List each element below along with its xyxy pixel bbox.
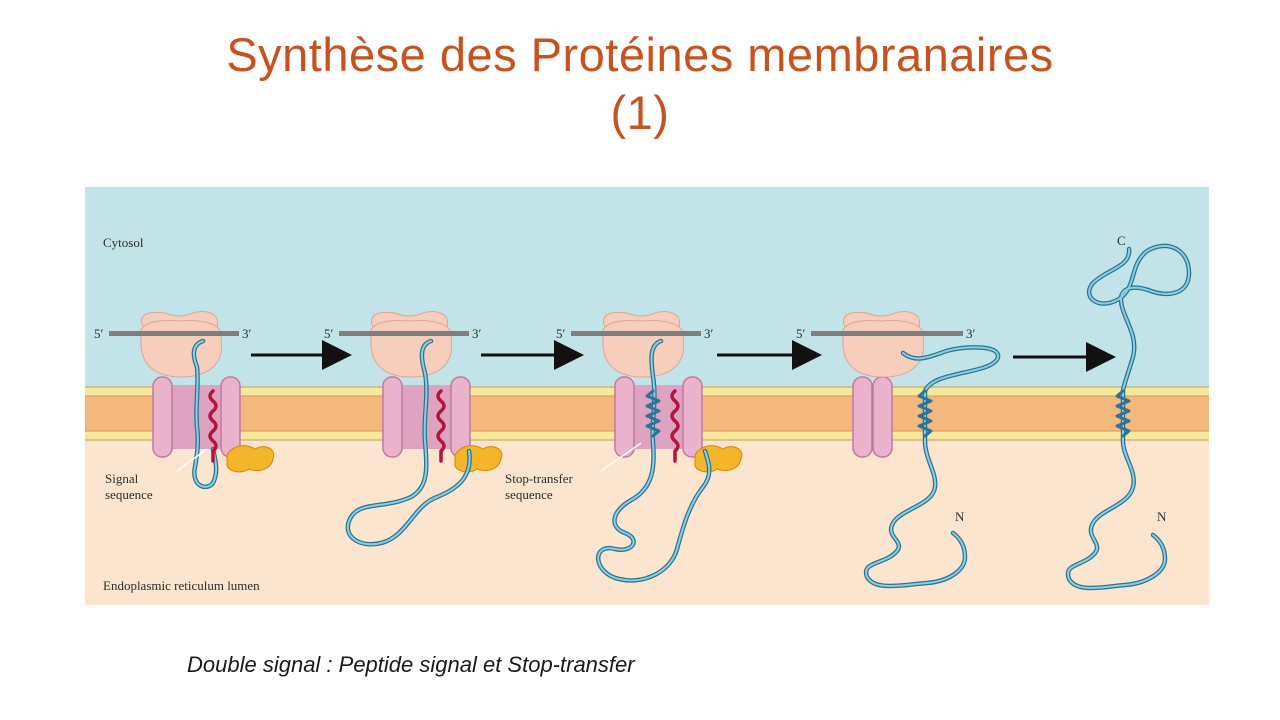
signal-peptidase <box>454 445 503 473</box>
three-prime-label: 3′ <box>966 326 976 341</box>
stage-1: 5′ 3′ Signal sequence <box>94 311 275 502</box>
five-prime-label: 5′ <box>94 326 104 341</box>
translocon <box>382 376 471 458</box>
signal-pointer <box>176 448 208 472</box>
slide-title-line-1: Synthèse des Protéines membranaires <box>226 28 1054 81</box>
stage-4: 5′ 3′ N <box>796 311 1001 589</box>
lumen-label: Endoplasmic reticulum lumen <box>103 578 260 593</box>
five-prime-label: 5′ <box>796 326 806 341</box>
signal-peptidase <box>226 445 275 473</box>
stop-transfer-pointer <box>600 442 642 472</box>
slide-title-line-2: (1) <box>610 86 670 139</box>
signal-sequence <box>208 389 218 463</box>
signal-peptidase <box>694 445 743 473</box>
slide-title: Synthèse des Protéines membranaires (1) <box>0 26 1280 142</box>
three-prime-label: 3′ <box>704 326 714 341</box>
three-prime-label: 3′ <box>472 326 482 341</box>
signal-label-line-2: sequence <box>105 487 153 502</box>
signal-sequence <box>436 389 446 463</box>
five-prime-label: 5′ <box>556 326 566 341</box>
ribosome <box>842 311 925 378</box>
cytosol-label: Cytosol <box>103 235 144 250</box>
stage-2: 5′ 3′ <box>324 311 503 547</box>
stage-3: 5′ 3′ Stop-transfer sequence <box>505 311 743 583</box>
ribosome <box>602 311 685 378</box>
membrane-protein-synthesis-diagram: Cytosol Endoplasmic reticulum lumen 5′ 3… <box>85 187 1209 605</box>
stop-transfer-label-line-1: Stop-transfer <box>505 471 574 486</box>
stop-transfer-helix <box>1115 389 1131 438</box>
mrna: 5′ 3′ <box>556 326 714 341</box>
five-prime-label: 5′ <box>324 326 334 341</box>
translocon-closed <box>852 376 893 458</box>
n-terminus-label: N <box>955 509 965 524</box>
stop-transfer-label-line-2: sequence <box>505 487 553 502</box>
stop-transfer-helix <box>917 389 933 438</box>
mrna: 5′ 3′ <box>796 326 976 341</box>
signal-sequence <box>670 389 680 463</box>
mrna: 5′ 3′ <box>324 326 482 341</box>
stop-transfer-helix <box>645 389 661 438</box>
n-terminus-label: N <box>1157 509 1167 524</box>
ribosome <box>140 311 223 378</box>
signal-label-line-1: Signal <box>105 471 139 486</box>
translocon <box>614 376 703 458</box>
translocon <box>152 376 241 458</box>
slide-caption: Double signal : Peptide signal et Stop-t… <box>187 652 635 677</box>
three-prime-label: 3′ <box>242 326 252 341</box>
mrna: 5′ 3′ <box>94 326 252 341</box>
c-terminus-label: C <box>1117 233 1126 248</box>
stage-5: C N <box>1065 233 1192 591</box>
ribosome <box>370 311 453 378</box>
